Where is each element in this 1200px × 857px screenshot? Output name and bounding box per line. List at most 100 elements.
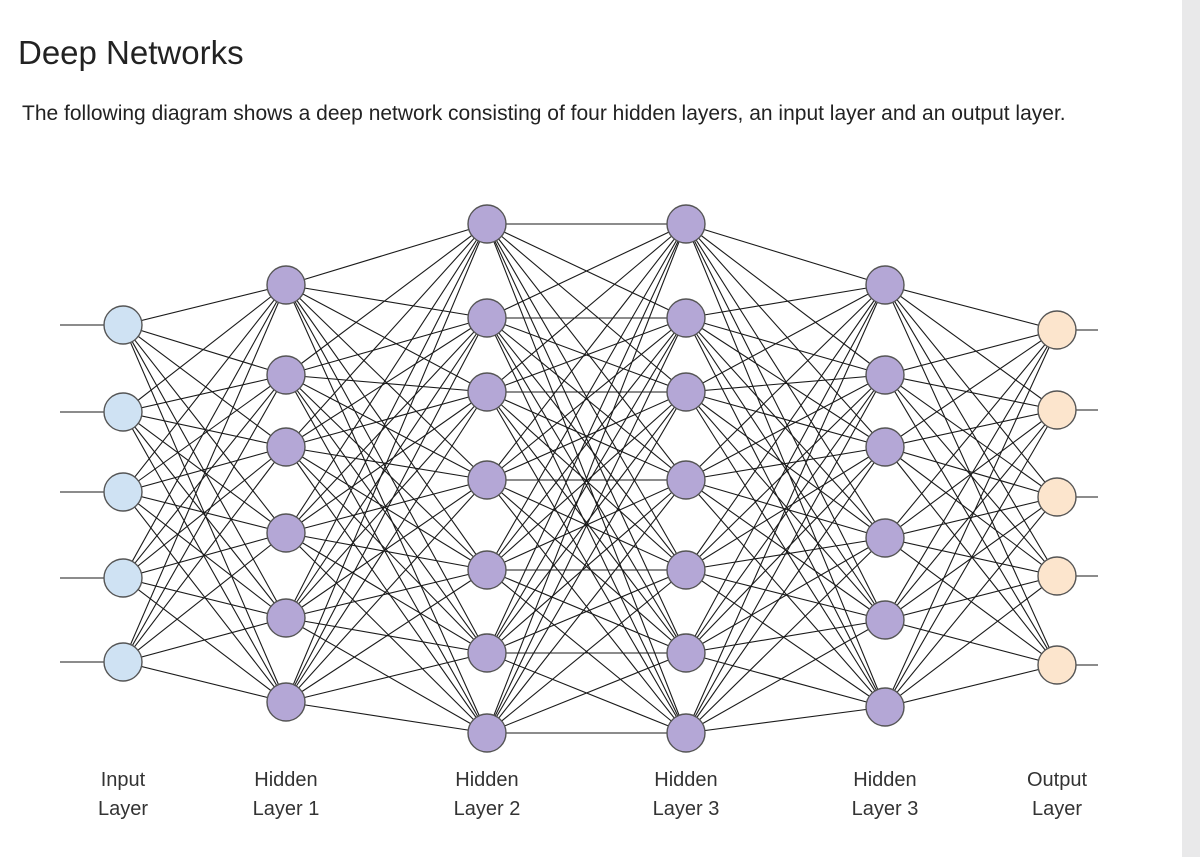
hidden-node [266,598,306,638]
connection-line [285,479,488,703]
connection-line [285,374,488,571]
hidden-node [865,518,905,558]
connection-line [486,569,687,654]
connection-line [122,374,287,663]
connection-line [122,284,287,326]
connection-line [884,374,1058,498]
connection-line [122,284,287,579]
input-node [103,472,143,512]
connection-line [285,446,488,734]
connection-line [122,411,287,619]
connection-line [884,284,1058,577]
connection-line [285,569,488,619]
hidden-node [666,713,706,753]
layer-label-input-line2: Layer [98,798,148,820]
connection-line [122,446,287,663]
io-lines [60,324,1098,666]
connection-line [285,391,488,619]
layer-label-hidden-4-line2: Layer 3 [852,798,919,820]
connection-line [285,374,488,481]
connection-line [486,391,687,654]
connection-line [884,284,1058,331]
connection-line [685,317,886,376]
connection-line [122,446,287,493]
output-node [1037,477,1077,517]
connection-line [122,324,287,619]
connection-line [285,317,488,376]
connection-line [285,223,488,376]
connection-line [884,329,1058,376]
connection-line [884,329,1058,621]
connection-line [285,532,488,571]
hidden-node [865,355,905,395]
connection-line [486,317,687,481]
layer-label-hidden-3: Hidden Layer 3 [653,769,720,820]
connection-line [884,329,1058,708]
connection-line [685,223,886,376]
connection-line [122,324,287,376]
connection-line [122,617,287,663]
layer-label-output: Output Layer [1027,769,1087,820]
connection-line [685,537,886,654]
hidden-node [666,633,706,673]
connection-line [122,284,287,493]
connection-line [685,391,886,539]
connection-line [285,317,488,448]
connection-line [285,391,488,703]
connection-line [122,374,287,413]
connection-line [685,284,886,319]
connection-line [486,223,687,654]
connection-line [685,446,886,734]
connections [122,223,1058,734]
input-node [103,558,143,598]
hidden-node [865,265,905,305]
connection-line [122,374,287,493]
connection-line [486,223,687,319]
connection-line [285,317,488,534]
connection-line [285,317,488,619]
connection-line [685,284,886,734]
connection-line [884,446,1058,498]
connection-line [884,496,1058,708]
connection-line [122,446,287,579]
connection-line [285,532,488,734]
connection-line [685,374,886,571]
connection-line [486,223,687,481]
hidden-node [467,204,507,244]
connection-line [884,537,1058,577]
nodes [103,204,1077,753]
connection-line [486,391,687,734]
connection-line [122,411,287,448]
connection-line [884,374,1058,666]
connection-line [685,374,886,734]
connection-line [685,223,886,448]
hidden-node [266,513,306,553]
input-node [103,305,143,345]
scrollbar-track[interactable] [1182,0,1200,857]
connection-line [285,446,488,571]
connection-line [884,575,1058,708]
connection-line [122,661,287,703]
connection-line [122,374,287,579]
connection-line [285,479,488,534]
connection-line [685,706,886,734]
hidden-node [666,550,706,590]
connection-line [685,223,886,286]
connection-line [884,619,1058,666]
connection-line [122,324,287,448]
layer-label-hidden-3-line1: Hidden [654,769,717,791]
layer-label-hidden-1-line2: Layer 1 [253,798,320,820]
layer-label-input: Input Layer [98,769,148,820]
connection-line [884,575,1058,621]
connection-line [685,446,886,481]
hidden-node [266,682,306,722]
connection-line [122,284,287,413]
output-node [1037,556,1077,596]
hidden-node [865,687,905,727]
layer-label-input-line1: Input [101,769,146,791]
connection-line [685,391,886,448]
connection-line [486,391,687,481]
layer-label-hidden-1: Hidden Layer 1 [253,769,320,820]
page-title: Deep Networks [18,34,244,71]
connection-line [285,374,488,654]
